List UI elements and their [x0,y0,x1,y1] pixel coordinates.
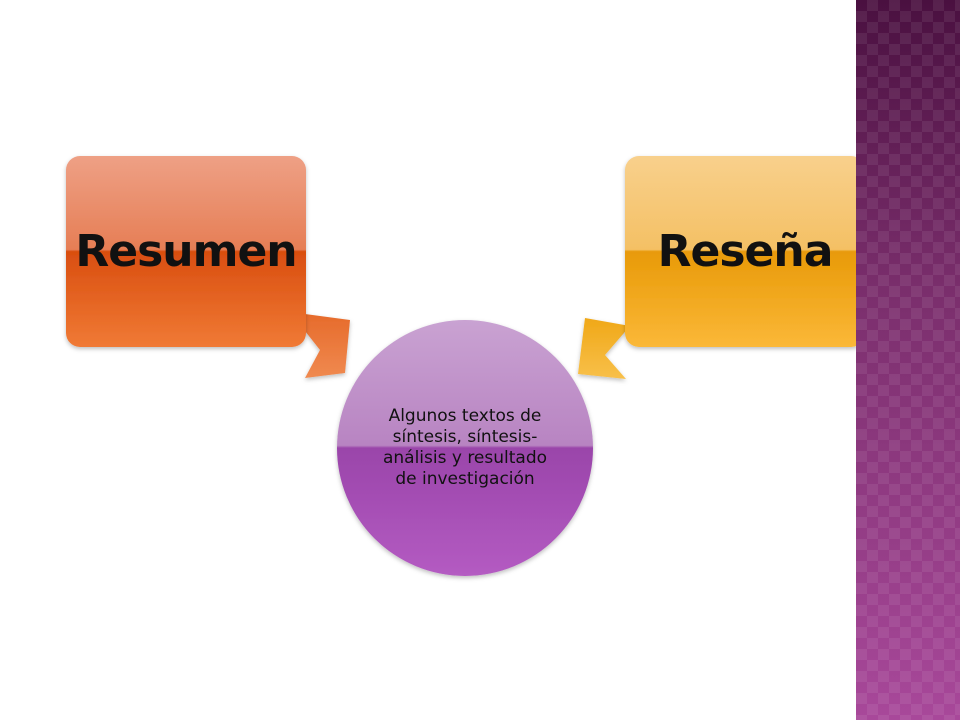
center-circle [337,320,593,576]
resena-label: Reseña [657,226,834,277]
resumen-box [66,156,306,347]
diagram-canvas [66,156,856,576]
resumen-label: Resumen [75,226,297,277]
resena-box [625,156,856,347]
right-connector-arrow [578,318,630,379]
decorative-side-panel [856,0,960,720]
center-circle-label: Algunos textos de síntesis, síntesis-aná… [382,406,548,489]
